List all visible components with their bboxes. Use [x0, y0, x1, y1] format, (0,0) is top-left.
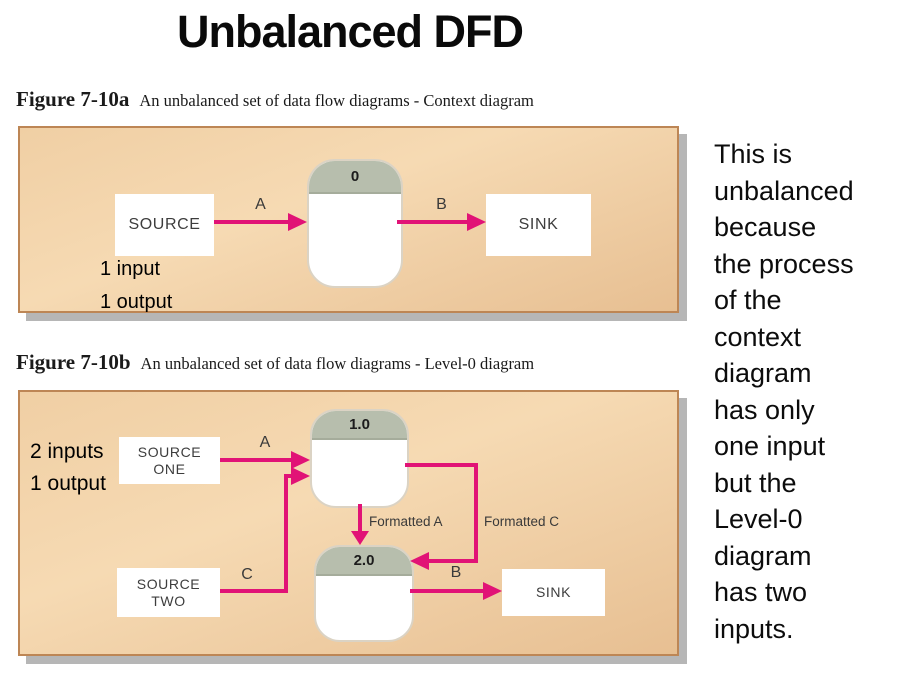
flow-b-arrowhead-icon [467, 213, 486, 231]
sink-node-level0-label: SINK [535, 584, 572, 601]
formatted-c-label: Formatted C [484, 514, 560, 529]
source-one-node: SOURCE ONE [119, 437, 220, 484]
process-2-id: 2.0 [353, 552, 375, 569]
context-input-note: 1 input [100, 258, 161, 280]
flow-a-line [214, 220, 290, 224]
process-1-node: 1.0 [310, 409, 409, 508]
level0-flow-a-line [220, 458, 293, 462]
formatted-c-line-top [405, 463, 478, 467]
figure-b-caption: An unbalanced set of data flow diagrams … [140, 354, 535, 373]
formatted-a-label: Formatted A [369, 514, 443, 529]
figure-b-label: Figure 7-10b [16, 350, 131, 374]
source-one-node-label: SOURCE ONE [137, 443, 202, 477]
figure-a-caption: An unbalanced set of data flow diagrams … [139, 91, 534, 110]
formatted-a-line [358, 504, 362, 532]
process-0-id: 0 [350, 168, 360, 185]
level0-flow-b-line [410, 589, 485, 593]
context-output-note: 1 output [100, 291, 173, 313]
formatted-c-line-bottom [428, 559, 478, 563]
flow-b-label: B [436, 196, 447, 213]
formatted-c-line-vertical [474, 463, 478, 563]
level0-flow-b-label: B [450, 564, 462, 581]
figure-b-caption-row: Figure 7-10b An unbalanced set of data f… [16, 350, 534, 375]
flow-a-arrowhead-icon [288, 213, 307, 231]
flow-a-label: A [255, 196, 266, 213]
level0-input-note: 2 inputs [30, 440, 104, 463]
source-node: SOURCE [115, 194, 214, 256]
process-2-header: 2.0 [316, 547, 412, 576]
source-two-node: SOURCE TWO [117, 568, 220, 617]
source-two-node-label: SOURCE TWO [136, 575, 201, 609]
level0-flow-c-line-vertical [284, 474, 288, 593]
process-0-node: 0 [307, 159, 403, 288]
sink-node-level0: SINK [502, 569, 605, 616]
sink-node: SINK [486, 194, 591, 256]
slide-title: Unbalanced DFD [176, 6, 524, 57]
level0-flow-a-arrowhead-icon [291, 451, 310, 469]
formatted-c-arrowhead-icon [410, 552, 429, 570]
figure-a-label: Figure 7-10a [16, 87, 130, 111]
formatted-a-arrowhead-icon [351, 531, 369, 545]
process-2-node: 2.0 [314, 545, 414, 642]
level0-diagram-panel: 2 inputs 1 output SOURCE ONE 1.0 2.0 SOU… [18, 390, 679, 656]
level0-flow-b-arrowhead-icon [483, 582, 502, 600]
flow-b-line [397, 220, 469, 224]
source-node-label: SOURCE [128, 216, 201, 234]
sink-node-label: SINK [518, 216, 559, 234]
figure-a-caption-row: Figure 7-10a An unbalanced set of data f… [16, 87, 534, 112]
level0-flow-c-line-horizontal [220, 589, 288, 593]
level0-flow-c-label: C [241, 566, 253, 583]
process-1-id: 1.0 [349, 416, 370, 433]
level0-flow-c-arrowhead-icon [291, 467, 310, 485]
level0-flow-c-line-elbow [284, 474, 293, 478]
level0-flow-a-label: A [259, 434, 271, 451]
side-note: This is unbalanced because the process o… [714, 139, 854, 644]
level0-output-note: 1 output [30, 472, 106, 495]
process-1-header: 1.0 [312, 411, 407, 440]
context-diagram-panel: SOURCE 0 SINK A B 1 input 1 output [18, 126, 679, 313]
process-0-header: 0 [309, 161, 401, 194]
